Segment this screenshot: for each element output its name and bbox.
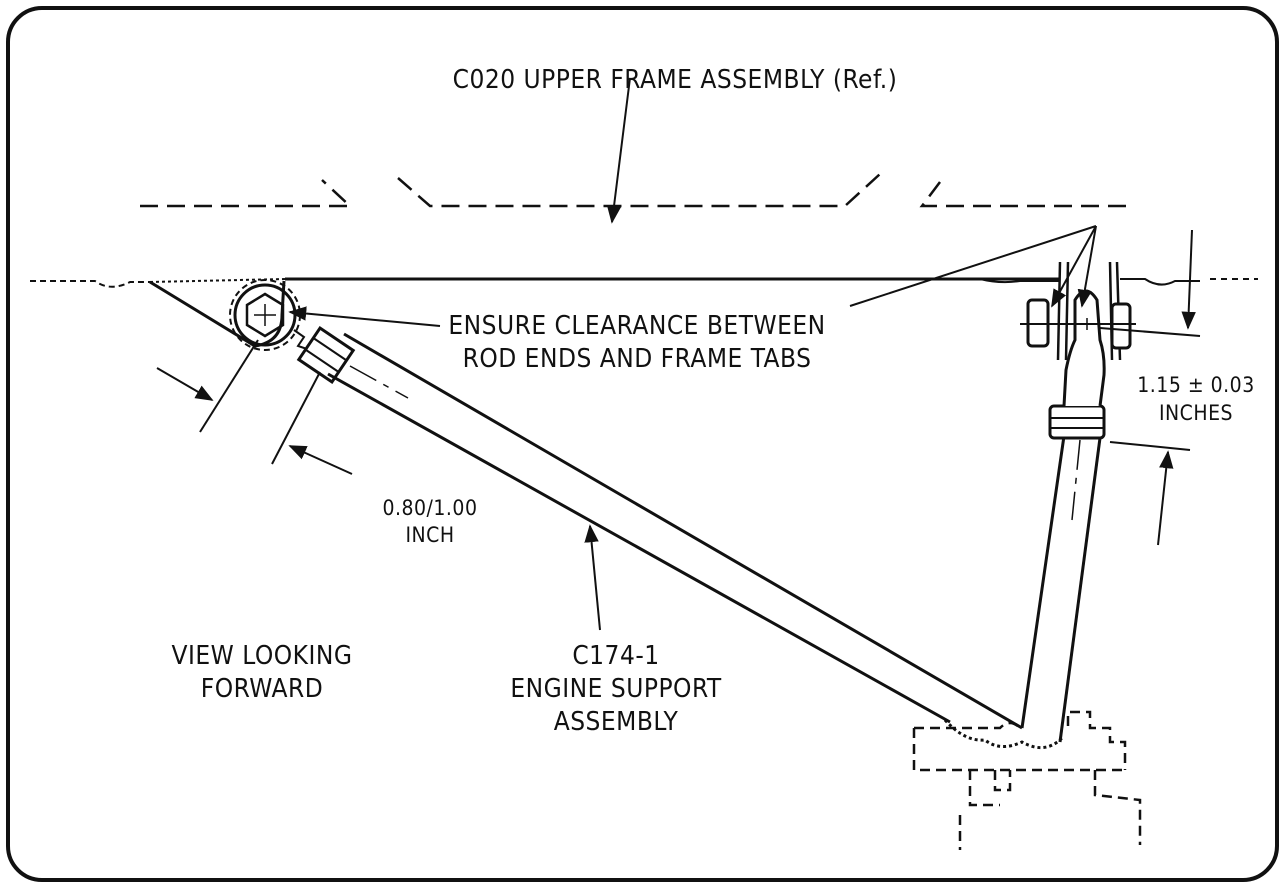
left-jam-nut [296, 325, 356, 385]
clearance-label-line1: ENSURE CLEARANCE BETWEEN [448, 311, 825, 341]
dim-right-unit: INCHES [1159, 401, 1233, 425]
part-leader [584, 524, 601, 631]
weld-bead [943, 718, 1064, 750]
dim-right [1099, 229, 1201, 546]
leaders [288, 77, 1097, 631]
clearance-leader-tab-a [1051, 225, 1097, 308]
dim-left-unit: INCH [405, 523, 454, 547]
clearance-leader-tab-b [1077, 225, 1097, 308]
clearance-leader-right [849, 225, 1097, 307]
frame-leader [606, 77, 631, 224]
right-jam-nut [1048, 404, 1106, 440]
frame-rail [30, 277, 1258, 288]
frame-label: C020 UPPER FRAME ASSEMBLY (Ref.) [453, 65, 898, 95]
view-label-line2: FORWARD [201, 674, 324, 704]
engine-support-tube [327, 332, 1023, 730]
clearance-label-line2: ROD ENDS AND FRAME TABS [463, 344, 812, 374]
part-label-line1: C174-1 [572, 641, 659, 671]
dim-left [156, 339, 353, 475]
lower-mount-dashed [912, 710, 1142, 850]
vertical-tube [1020, 435, 1102, 743]
dim-right-value: 1.15 ± 0.03 [1137, 373, 1254, 397]
clearance-leader-left [288, 306, 441, 327]
upper-frame-dashed [140, 173, 1132, 208]
diagram-border [6, 6, 1279, 882]
view-label-line1: VIEW LOOKING [172, 641, 353, 671]
right-rod-end [1020, 261, 1136, 407]
part-label-line2: ENGINE SUPPORT [510, 674, 721, 704]
dim-left-value: 0.80/1.00 [383, 496, 478, 520]
part-label-line3: ASSEMBLY [554, 707, 679, 737]
